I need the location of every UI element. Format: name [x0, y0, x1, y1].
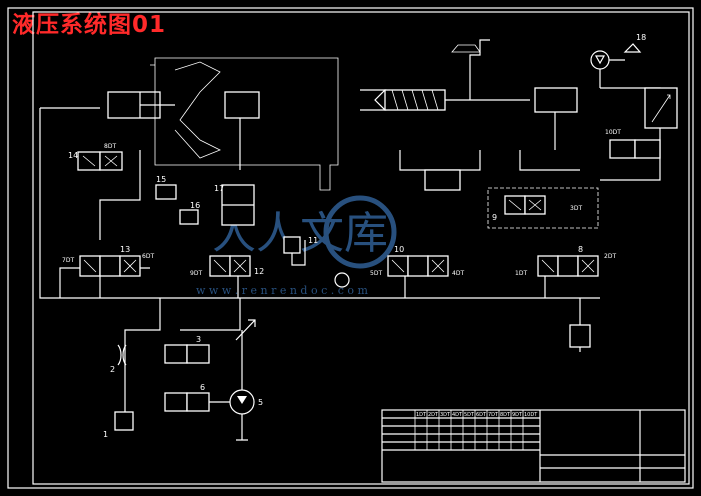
svg-text:18: 18: [636, 33, 646, 42]
svg-text:14: 14: [68, 151, 78, 160]
valve-3-right: [186, 344, 210, 364]
relief-lower-right: [569, 324, 591, 348]
svg-text:2DT: 2DT: [604, 253, 616, 260]
svg-text:3: 3: [196, 335, 201, 344]
valve-10dt-left: [609, 139, 636, 159]
valve-8-b: [557, 255, 579, 277]
svg-text:5DT: 5DT: [370, 270, 382, 277]
pump-piping: [209, 330, 248, 441]
svg-text:7DT: 7DT: [62, 257, 74, 264]
pump-top-right: [590, 50, 610, 70]
filter-18: [623, 43, 642, 53]
valve-16: [179, 209, 199, 225]
hopper: [451, 44, 481, 53]
valve-9-frame: [487, 187, 599, 229]
svg-text:10: 10: [394, 245, 404, 254]
feed-return: [399, 150, 580, 171]
feed-line: [445, 39, 530, 101]
valve-6-right: [186, 392, 210, 412]
svg-text:8DT: 8DT: [104, 143, 116, 150]
valve-11: [283, 236, 301, 254]
pressure-gauge: [334, 272, 350, 288]
cylinder-middle: [424, 169, 461, 191]
variable-throttle: [235, 319, 256, 341]
pump-right-lines: [599, 59, 661, 181]
svg-text:12: 12: [254, 267, 264, 276]
svg-text:6DT: 6DT: [142, 253, 154, 260]
svg-text:16: 16: [190, 201, 200, 210]
outer-frame: [7, 7, 694, 489]
filter-2: [117, 344, 127, 366]
valve-1: [114, 411, 134, 431]
svg-text:9: 9: [492, 213, 497, 222]
svg-text:4DT: 4DT: [452, 412, 463, 418]
svg-text:6DT: 6DT: [476, 412, 487, 418]
valve-10dt-right: [634, 139, 661, 159]
svg-text:w w w . r e n r e n d o c . c: w w w . r e n r e n d o c . c o m: [196, 284, 368, 297]
svg-text:7DT: 7DT: [488, 412, 499, 418]
svg-text:10DT: 10DT: [524, 412, 538, 418]
svg-text:2DT: 2DT: [428, 412, 439, 418]
svg-text:11: 11: [308, 236, 318, 245]
svg-text:15: 15: [156, 175, 166, 184]
valve-6-left: [164, 392, 188, 412]
svg-text:6: 6: [200, 383, 205, 392]
valve-3-left: [164, 344, 188, 364]
diagram-title: 液压系统图01: [12, 12, 167, 38]
valve-10-b: [407, 255, 429, 277]
valve-15: [155, 184, 177, 200]
svg-text:17: 17: [214, 184, 224, 193]
cylinder-center-top: [224, 91, 260, 119]
svg-text:8: 8: [578, 245, 583, 254]
svg-text:2: 2: [110, 365, 115, 374]
svg-text:1DT: 1DT: [416, 412, 427, 418]
main-return-line: [39, 107, 600, 299]
svg-text:3DT: 3DT: [570, 205, 582, 212]
valve-13-b: [99, 255, 121, 277]
inner-frame: [32, 11, 690, 485]
fixture-outline: [150, 57, 339, 191]
svg-text:5: 5: [258, 398, 263, 407]
screw-tip: [360, 89, 387, 111]
svg-text:10DT: 10DT: [605, 129, 621, 136]
pump-lines: [124, 298, 241, 420]
title-block: 1DT 2DT 3DT 4DT 5DT 6DT 7DT 8DT 9DT 10DT: [381, 409, 686, 483]
svg-text:13: 13: [120, 245, 130, 254]
svg-text:9DT: 9DT: [190, 270, 202, 277]
svg-text:5DT: 5DT: [464, 412, 475, 418]
clamp-linkage: [174, 61, 221, 159]
svg-text:3DT: 3DT: [440, 412, 451, 418]
svg-text:8DT: 8DT: [500, 412, 511, 418]
cylinder-right-top: [534, 87, 578, 113]
svg-text:4DT: 4DT: [452, 270, 464, 277]
svg-text:1: 1: [103, 430, 108, 439]
svg-text:1DT: 1DT: [515, 270, 527, 277]
svg-text:9DT: 9DT: [512, 412, 523, 418]
